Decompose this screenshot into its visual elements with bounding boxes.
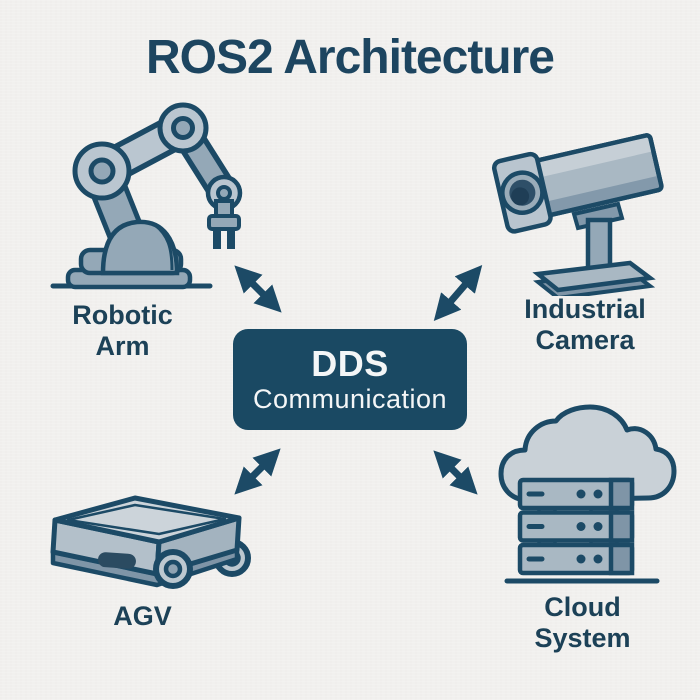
cloud-server-icon — [498, 404, 677, 584]
node-agv — [38, 468, 263, 608]
label-agv: AGV — [113, 601, 172, 631]
arrow-dds-industrial-camera — [433, 264, 483, 322]
label-industrial-camera: Industrial Camera — [524, 294, 646, 355]
label-cloud-system: Cloud System — [534, 592, 631, 653]
dds-communication-box: DDS Communication — [233, 329, 467, 430]
robotic-arm-icon — [50, 102, 243, 290]
arrow-dds-cloud-system — [433, 450, 478, 495]
arrow-dds-agv — [234, 448, 281, 495]
arrow-dds-robotic-arm — [234, 265, 282, 313]
node-industrial-camera — [482, 116, 677, 296]
page-title: ROS2 Architecture — [145, 31, 555, 84]
node-robotic-arm — [45, 98, 265, 290]
label-robotic-arm: Robotic Arm — [72, 300, 173, 361]
communication-label: Communication — [252, 384, 448, 414]
industrial-camera-icon — [491, 133, 664, 296]
dds-label: DDS — [311, 343, 389, 384]
node-cloud-system — [495, 400, 680, 590]
agv-robot-icon — [50, 495, 251, 589]
